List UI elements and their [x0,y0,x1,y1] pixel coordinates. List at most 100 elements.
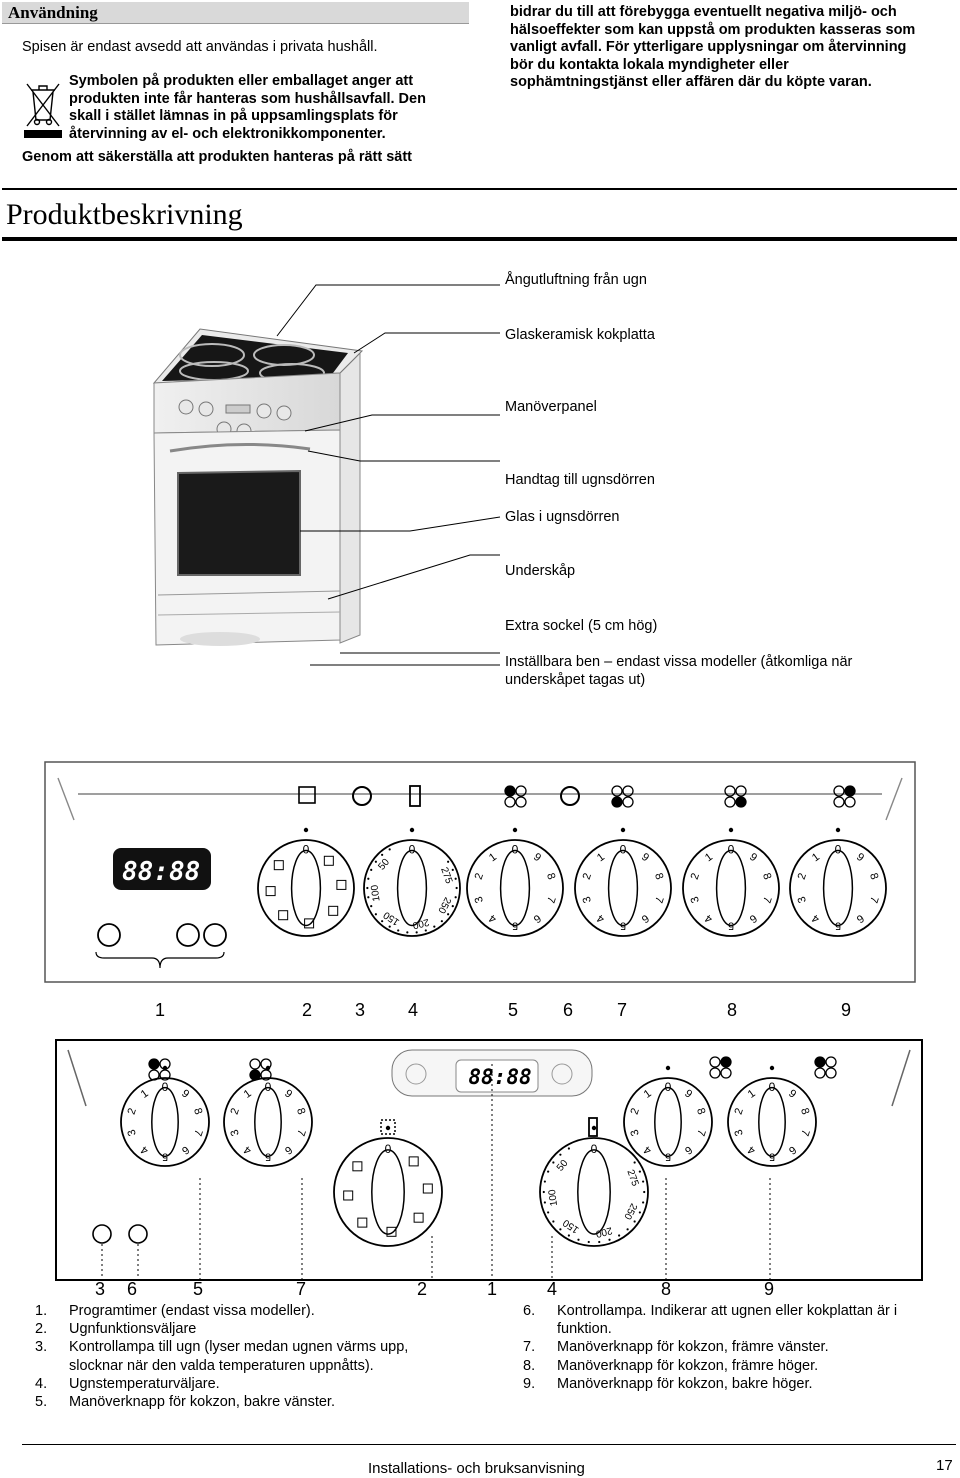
dial-label-digit: 8 [760,872,773,882]
dial-label-zero: 0 [620,843,627,857]
dial-knob [290,849,322,927]
dial-label-digit: 3 [581,895,594,905]
dial-label-zero: 0 [728,843,735,857]
dial-label-digit: 8 [867,872,880,882]
legend-text-6b: funktion. [557,1321,612,1338]
dial-tick [638,1211,641,1214]
panel1-timer-display: 88:88 [122,857,201,887]
dial-label-digit: 6 [747,912,759,925]
weee-bin-icon [24,83,62,138]
dial-label-digit: 3 [473,895,486,905]
panel1-number-2: 2 [302,1000,313,1020]
dial-function-symbol [413,1212,424,1223]
dial-knob [607,849,639,927]
dial-label-digit: 5 [665,1150,671,1162]
dial-label-digit: 9 [179,1088,191,1101]
legend-left: 1. Programtimer (endast vissa modeller).… [35,1302,495,1412]
dial-tick [397,929,400,932]
dial-tick [447,913,450,916]
dial-tick [552,1161,555,1164]
dial-label-digit: 3 [796,895,809,905]
dial-label-zero: 0 [512,843,519,857]
divider-top [2,188,957,190]
dial-knob [715,849,747,927]
page-number: 17 [936,1457,953,1474]
dial-label-digit: 1 [642,1088,654,1101]
dial-label-digit: 4 [642,1143,654,1156]
dial-knob [577,1149,611,1235]
dial-label-temp: 275 [438,866,454,886]
dial-indicator-dot [512,827,518,833]
dial-label-digit: 4 [242,1143,254,1156]
dial-tick [447,860,450,863]
legend-number-8: 8. [523,1357,536,1374]
dial-tick [633,1161,636,1164]
dial-function-symbol [323,855,334,866]
dial-function-symbol [386,1226,397,1237]
dial-indicator-dot [409,827,415,833]
dial-label-temp: 250 [435,895,453,915]
symbol-line-2: produkten inte får hanteras som hushålls… [69,90,426,107]
dial-label-digit: 8 [191,1107,204,1117]
legend-text-4: Ugnstemperaturväljare. [69,1375,220,1392]
legend-number-7: 7. [523,1339,536,1356]
dial-tick [388,925,391,928]
footer-rule [22,1444,956,1445]
legend-number-4: 4. [35,1375,48,1392]
legend-text-3a: Kontrollampa till ugn (lyser medan ugnen… [69,1339,409,1356]
dial-function-symbol [408,1156,419,1167]
dial-tick [643,1190,646,1194]
dial-knob [654,1086,682,1158]
dial-tick [388,848,391,851]
dial-label-digit: 5 [728,920,734,932]
dial-tick [451,868,454,871]
dial-tick [370,905,373,908]
dial-label-zero: 0 [835,843,842,857]
dial-label-digit: 2 [796,872,809,882]
dial-function-symbol [336,879,347,890]
dial-function-symbol [328,905,339,916]
dial-label-digit: 4 [595,912,607,925]
legend-text-3b: slocknar när den valda temperaturen uppn… [69,1357,374,1374]
dial-knob [499,849,531,927]
dial-label-digit: 1 [139,1088,151,1101]
dial-tick [415,931,418,934]
dial-indicator-dot [620,827,626,833]
dial-tick [587,1240,590,1244]
dial-indicator-dot [265,1065,271,1071]
dial-label-digit: 7 [544,895,557,905]
dial-tick [454,877,457,880]
dial-label-digit: 3 [629,1128,642,1138]
dial-label-zero: 0 [665,1080,672,1094]
dial-tick [598,1240,601,1244]
dial-label-zero: 0 [162,1080,169,1094]
dial-label-digit: 5 [162,1150,168,1162]
dial-label-zero: 0 [303,843,310,857]
dial-label-temp: 150 [561,1216,581,1235]
dial-function-symbol [422,1183,433,1194]
dial-label-digit: 7 [798,1128,811,1138]
dial-label-digit: 7 [694,1128,707,1138]
label-door-glass: Glas i ugnsdörren [505,509,620,525]
recycling-line-5: sophämtningstjänst eller affären där du … [510,74,872,90]
legend-number-5: 5. [35,1394,48,1410]
dial-label-digit: 6 [854,912,866,925]
dial-label-digit: 7 [760,895,773,905]
dial-tick [608,1238,611,1241]
dial-label-digit: 7 [191,1128,204,1138]
dial-label-digit: 5 [620,920,626,932]
dial-ring [333,1137,443,1247]
dial-label-digit: 9 [639,851,651,864]
dial-label-digit: 6 [531,912,543,925]
dial-label-digit: 5 [769,1150,775,1162]
dial-label-temp: 275 [624,1168,640,1188]
dial-tick [633,1220,636,1223]
stove-illustration [152,284,501,666]
dial-indicator-dot [728,827,734,833]
dial-indicator-dot [385,1125,391,1131]
dial-tick [451,905,454,908]
dial-ring [466,839,564,937]
dial-function-symbol [278,910,289,921]
